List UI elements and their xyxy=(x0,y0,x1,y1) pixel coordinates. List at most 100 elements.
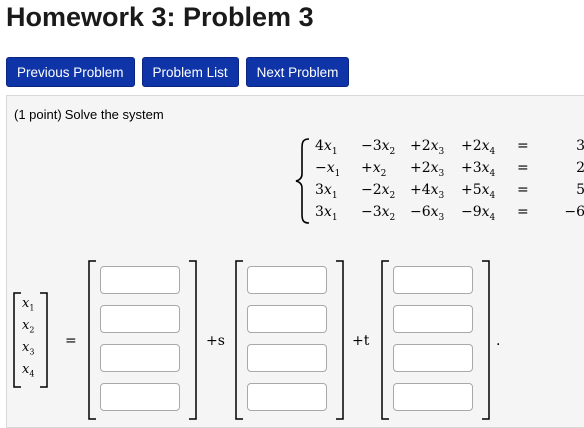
problem-list-button[interactable]: Problem List xyxy=(141,57,239,87)
equation-rhs: −6 xyxy=(564,204,584,220)
term-subscript: 1 xyxy=(331,190,338,201)
problem-navigation: Previous Problem Problem List Next Probl… xyxy=(6,57,350,87)
equation-term: −x1 xyxy=(315,160,340,182)
constant-vector-entry-1[interactable] xyxy=(100,266,180,294)
term-subscript: 2 xyxy=(389,146,396,157)
problem-prompt-text: Solve the system xyxy=(64,107,164,122)
unknown-letter: x xyxy=(22,296,30,311)
s-vector-entry-4[interactable] xyxy=(247,383,327,411)
equation-term: −2x2 xyxy=(361,182,395,204)
t-vector-entry-2[interactable] xyxy=(393,305,473,333)
term-variable: x xyxy=(381,182,390,198)
previous-problem-button[interactable]: Previous Problem xyxy=(6,57,135,87)
term-coefficient: +5 xyxy=(461,182,482,198)
vector-t-right-bracket xyxy=(482,260,490,420)
term-coefficient: −3 xyxy=(361,204,382,220)
equation-term: 4x1 xyxy=(315,138,338,160)
page-title: Homework 3: Problem 3 xyxy=(6,2,314,32)
vector0-left-bracket xyxy=(88,260,96,420)
unknown-subscript: 4 xyxy=(29,369,35,379)
term-coefficient: +2 xyxy=(461,138,482,154)
s-vector-entry-2[interactable] xyxy=(247,305,327,333)
equation-rhs: 5 xyxy=(576,182,584,198)
term-coefficient: −3 xyxy=(361,138,382,154)
problem-panel: (1 point)Solve the system 4x1−3x2+2x3+2x… xyxy=(6,95,584,428)
term-subscript: 4 xyxy=(489,212,496,223)
equation-equals: = xyxy=(517,204,529,220)
equation-term: +5x4 xyxy=(461,182,495,204)
unknown-letter: x xyxy=(22,318,30,333)
equation-term: −6x3 xyxy=(410,204,444,226)
term-variable: x xyxy=(481,182,490,198)
term-subscript: 3 xyxy=(438,168,445,179)
term-variable: x xyxy=(481,204,490,220)
unknown-letter: x xyxy=(22,340,30,355)
next-problem-button[interactable]: Next Problem xyxy=(245,57,350,87)
unknown-variable: x2 xyxy=(22,318,34,335)
term-subscript: 3 xyxy=(438,190,445,201)
equation-rhs: 3 xyxy=(576,138,584,154)
term-subscript: 2 xyxy=(389,212,396,223)
unknown-letter: x xyxy=(22,362,30,377)
term-variable: x xyxy=(430,204,439,220)
equation-rhs: 2 xyxy=(576,160,584,176)
equation-term: +x2 xyxy=(361,160,386,182)
term-variable: x xyxy=(481,160,490,176)
term-coefficient: −9 xyxy=(461,204,482,220)
equation-term: +2x4 xyxy=(461,138,495,160)
equation-term: 3x1 xyxy=(315,182,338,204)
problem-prompt: (1 point)Solve the system xyxy=(14,107,164,122)
vector-t-left-bracket xyxy=(381,260,389,420)
equation-term: −3x2 xyxy=(361,204,395,226)
constant-vector-entry-3[interactable] xyxy=(100,344,180,372)
equation-term: −9x4 xyxy=(461,204,495,226)
term-variable: x xyxy=(430,160,439,176)
term-coefficient: − xyxy=(315,160,327,176)
t-vector-entry-4[interactable] xyxy=(393,383,473,411)
term-subscript: 3 xyxy=(438,146,445,157)
term-variable: x xyxy=(323,182,332,198)
equation-term: −3x2 xyxy=(361,138,395,160)
term-subscript: 1 xyxy=(331,212,338,223)
term-variable: x xyxy=(326,160,335,176)
equation-equals: = xyxy=(517,182,529,198)
term-coefficient: +2 xyxy=(410,138,431,154)
unknown-subscript: 2 xyxy=(29,325,35,335)
term-subscript: 1 xyxy=(334,168,341,179)
term-subscript: 4 xyxy=(489,146,496,157)
term-variable: x xyxy=(381,204,390,220)
vector-s-right-bracket xyxy=(336,260,344,420)
problem-points: (1 point) xyxy=(14,107,62,122)
term-subscript: 1 xyxy=(331,146,338,157)
s-vector-entry-1[interactable] xyxy=(247,266,327,294)
trailing-period: . xyxy=(496,333,501,349)
constant-vector-entry-4[interactable] xyxy=(100,383,180,411)
t-vector-entry-3[interactable] xyxy=(393,344,473,372)
unknown-subscript: 1 xyxy=(29,303,35,313)
unknown-variable: x3 xyxy=(22,340,34,357)
equation-equals: = xyxy=(517,138,529,154)
s-vector-entry-3[interactable] xyxy=(247,344,327,372)
term-coefficient: + xyxy=(361,160,373,176)
term-variable: x xyxy=(323,204,332,220)
term-variable: x xyxy=(381,138,390,154)
term-subscript: 4 xyxy=(489,168,496,179)
plus-t-label: +t xyxy=(352,333,370,349)
term-subscript: 2 xyxy=(389,190,396,201)
t-vector-entry-1[interactable] xyxy=(393,266,473,294)
equation-term: +3x4 xyxy=(461,160,495,182)
term-coefficient: 4 xyxy=(315,138,324,154)
term-variable: x xyxy=(372,160,381,176)
term-coefficient: +2 xyxy=(410,160,431,176)
term-variable: x xyxy=(323,138,332,154)
vector0-right-bracket xyxy=(189,260,197,420)
equation-equals: = xyxy=(517,160,529,176)
plus-s-label: +s xyxy=(206,333,225,349)
unknown-variable: x1 xyxy=(22,296,34,313)
constant-vector-entry-2[interactable] xyxy=(100,305,180,333)
term-subscript: 4 xyxy=(489,190,496,201)
term-coefficient: −2 xyxy=(361,182,382,198)
term-variable: x xyxy=(430,182,439,198)
term-variable: x xyxy=(481,138,490,154)
